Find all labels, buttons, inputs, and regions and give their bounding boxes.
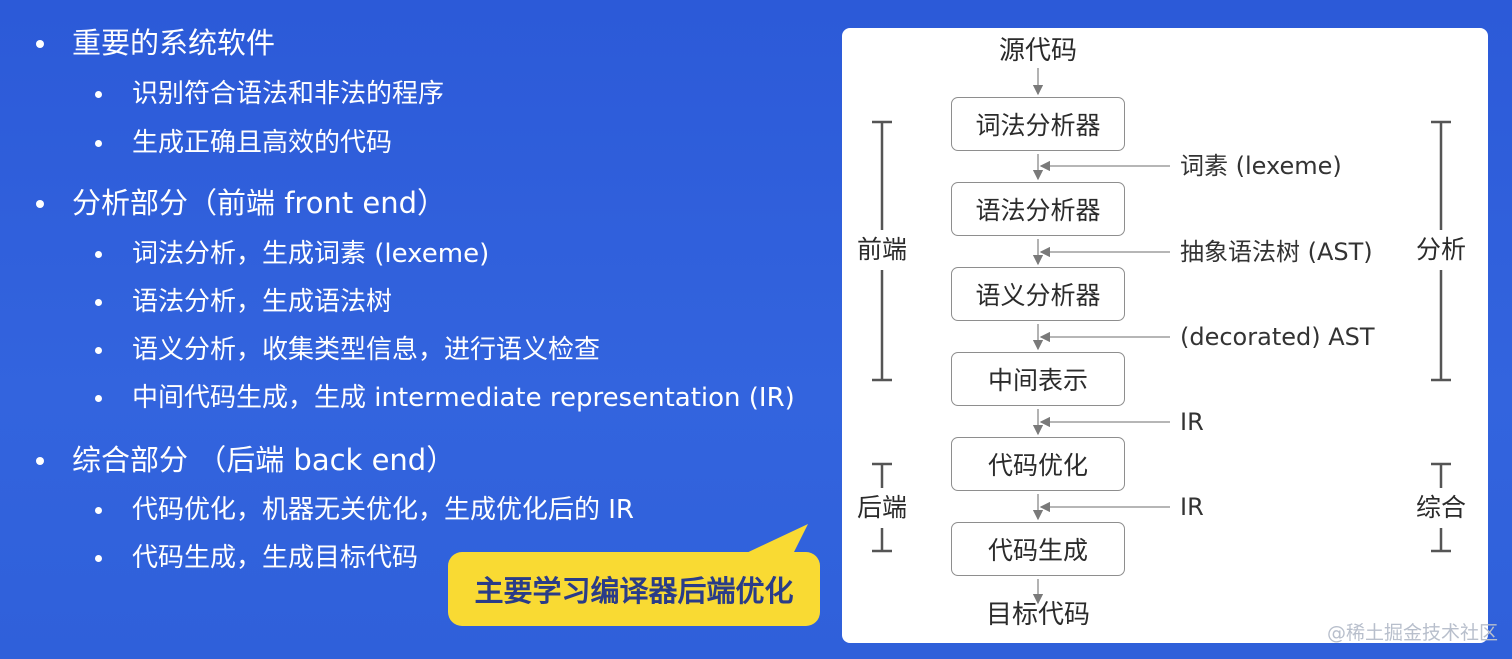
diagram-connectors [872, 68, 1451, 605]
sub-bullet: 语法分析，生成语法树 [94, 287, 393, 317]
sub-bullet: 代码生成，生成目标代码 [94, 543, 419, 573]
compiler-pipeline-diagram: 源代码 词法分析器 语法分析器 语义分析器 中间表示 代码优化 代码生成 目标代… [842, 28, 1488, 643]
sub-bullet: 生成正确且高效的代码 [94, 128, 393, 158]
backend-label: 后端 [857, 493, 908, 522]
watermark: @稀土掘金技术社区 [1326, 622, 1498, 644]
edge-label-ir: IR [1180, 408, 1204, 436]
callout-tail [740, 524, 808, 560]
sub-bullet: 代码优化，机器无关优化，生成优化后的 IR [95, 495, 634, 525]
source-code-label: 源代码 [999, 36, 1078, 66]
analysis-label: 分析 [1416, 235, 1467, 264]
bullet-list: 重要的系统软件 识别符合语法和非法的程序 生成正确且高效的代码 分析部分（前端 … [35, 26, 795, 573]
parser-node: 语法分析器 [951, 182, 1125, 236]
sub-bullet: 中间代码生成，生成 intermediate representation (I… [95, 383, 795, 413]
target-code-label: 目标代码 [986, 600, 1091, 630]
lexer-node: 词法分析器 [951, 97, 1125, 151]
bullet-system-software: 重要的系统软件 [35, 26, 276, 60]
synthesis-label: 综合 [1416, 493, 1467, 522]
semantic-analyzer-node: 语义分析器 [951, 267, 1125, 321]
edge-label-ir-optimized: IR [1180, 493, 1204, 521]
edge-label-decorated-ast: (decorated) AST [1180, 323, 1375, 351]
sub-bullet: 识别符合语法和非法的程序 [94, 79, 445, 109]
frontend-label: 前端 [857, 235, 908, 264]
sub-bullet: 词法分析，生成词素 (lexeme) [94, 239, 490, 269]
bullet-frontend: 分析部分（前端 front end） [35, 186, 447, 220]
sub-bullet: 语义分析，收集类型信息，进行语义检查 [94, 335, 601, 365]
codegen-node: 代码生成 [951, 522, 1125, 576]
optimizer-node: 代码优化 [951, 437, 1125, 491]
callout: 主要学习编译器后端优化 [440, 520, 840, 640]
bullet-backend: 综合部分 （后端 back end） [35, 443, 456, 477]
edge-label-lexeme: 词素 (lexeme) [1180, 152, 1342, 180]
ir-node: 中间表示 [951, 352, 1125, 406]
callout-text: 主要学习编译器后端优化 [448, 552, 820, 626]
edge-label-ast: 抽象语法树 (AST) [1180, 238, 1373, 266]
